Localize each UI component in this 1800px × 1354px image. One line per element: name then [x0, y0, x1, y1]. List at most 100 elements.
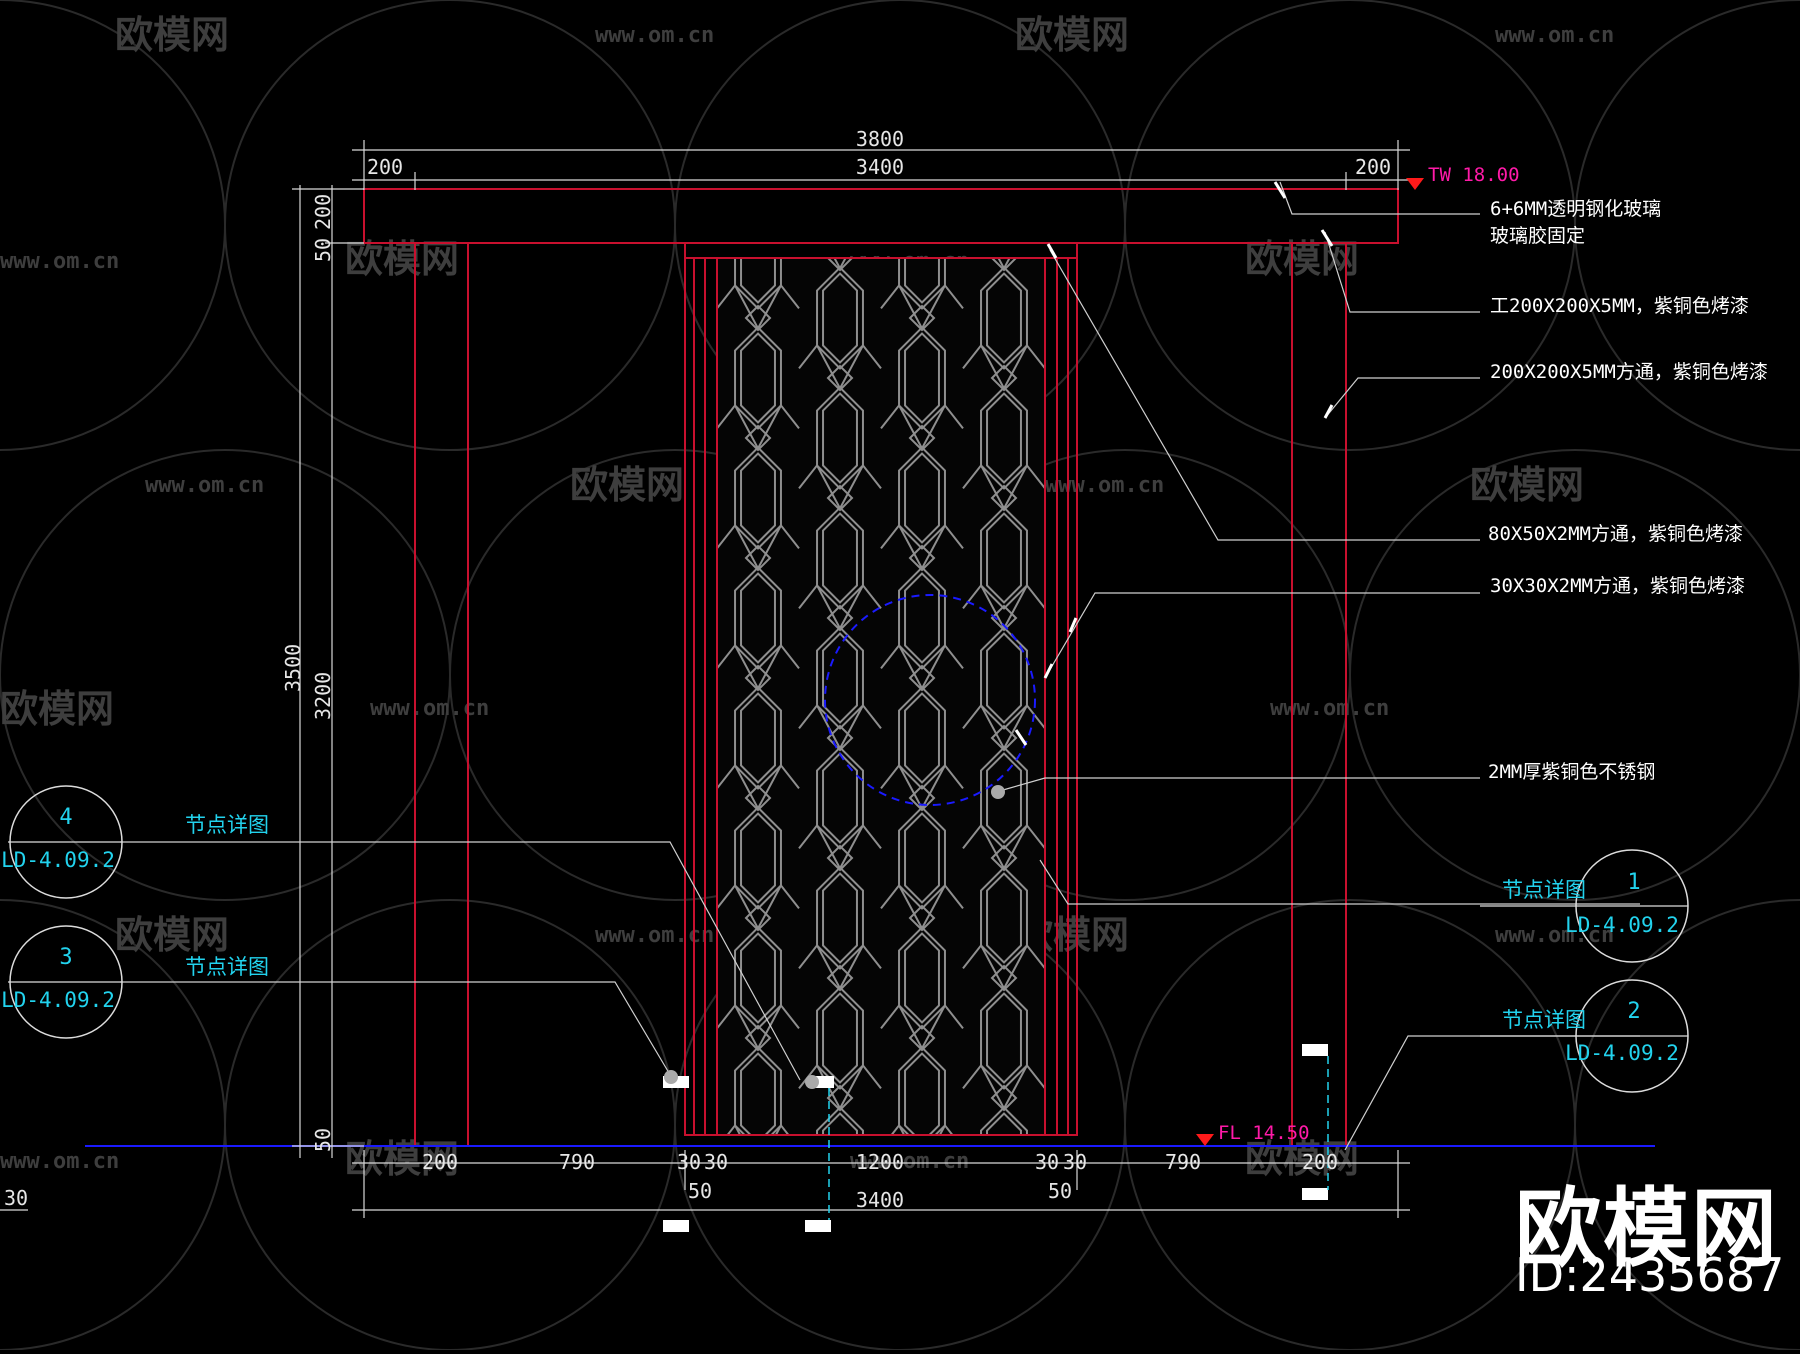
detail-callout-3[interactable]: 3 LD-4.09.2 节点详图: [1, 925, 269, 1039]
pattern-hexagon: [823, 154, 857, 243]
section-markers: [663, 785, 1328, 1232]
pattern-diamond: [908, 304, 936, 332]
dim-bottom-6: 30: [1063, 1150, 1087, 1174]
level-marker-floor-icon: [1196, 1134, 1214, 1146]
pattern-hexagon: [987, 154, 1021, 243]
dim-edge-30: 30: [4, 1186, 28, 1210]
pattern-hexagon: [740, 932, 776, 1024]
pattern-diamond: [990, 604, 1018, 632]
pattern-hexagon: [822, 1112, 858, 1135]
pattern-diamond: [746, 1266, 770, 1290]
pattern-diamond: [826, 604, 854, 632]
brand-id: ID:2435687: [1515, 1248, 1785, 1302]
pattern-diamond: [990, 964, 1018, 992]
pattern-hexagon: [735, 1168, 781, 1269]
pattern-diamond: [744, 784, 772, 812]
watermark-logo: 欧模网: [1015, 13, 1129, 57]
detail-callout-4[interactable]: 4 LD-4.09.2 节点详图: [1, 785, 269, 899]
pattern-diamond: [826, 1084, 854, 1112]
pattern-diamond: [744, 1024, 772, 1052]
dim-bottom-7: 790: [1165, 1150, 1201, 1174]
pattern-hexagon: [980, 1106, 1028, 1135]
dim-bottom-4: 1200: [856, 1150, 904, 1174]
pattern-diamond: [826, 484, 854, 512]
watermark-circle: [1574, 0, 1800, 451]
pattern-hexagon: [904, 332, 940, 424]
brand-logo: 欧模网: [1515, 1179, 1779, 1279]
pattern-hexagon: [822, 872, 858, 964]
pattern-diamond: [826, 364, 854, 392]
pattern-hexagon: [735, 88, 781, 189]
dim-left-3200: 3200: [311, 672, 335, 720]
pattern-diamond: [828, 1326, 852, 1350]
pattern-hexagon: [905, 1174, 939, 1263]
watermark-circle: [0, 0, 226, 451]
pattern-hexagon: [823, 1234, 857, 1323]
watermark-url: www.om.cn: [0, 1149, 119, 1174]
pattern-hexagon: [740, 258, 776, 304]
callout-1-label: 节点详图: [1502, 878, 1586, 902]
section-cut-lines: [828, 1056, 1329, 1220]
pattern-hexagon: [740, 572, 776, 664]
annotation-glass-fix: 玻璃胶固定: [1490, 225, 1585, 247]
pattern-hexagon: [904, 692, 940, 784]
pattern-hexagon: [986, 272, 1022, 364]
watermark-url: www.om.cn: [145, 473, 264, 498]
pattern-hexagon: [904, 258, 940, 304]
pattern-diamond: [744, 904, 772, 932]
pattern-hexagon: [986, 1112, 1022, 1135]
pattern-diamond: [826, 258, 854, 272]
detail-callout-2[interactable]: 2 LD-4.09.2 节点详图: [1480, 979, 1689, 1093]
dim-top-inner: 3400: [856, 155, 904, 179]
watermark-url: www.om.cn: [370, 696, 489, 721]
pattern-chevron: [963, 1185, 1045, 1228]
callout-1-number: 1: [1627, 870, 1640, 895]
dimension-text-group: 3800 3400 200 200 50 200 3500 3200 50 20…: [4, 127, 1391, 1212]
dim-bottom-50-right: 50: [1048, 1179, 1072, 1203]
pattern-hexagon: [904, 812, 940, 904]
watermark-logo: 欧模网: [1245, 1137, 1359, 1181]
pattern-hexagon: [986, 512, 1022, 604]
pattern-chevron: [881, 1245, 963, 1288]
annotation-square-tube-80: 80X50X2MM方通，紫铜色烤漆: [1488, 523, 1743, 545]
pattern-diamond: [908, 784, 936, 812]
dimension-lines: [0, 140, 1410, 1218]
pattern-chevron: [890, 1123, 954, 1135]
pattern-hexagon: [899, 88, 945, 189]
watermark-circle: [224, 0, 676, 451]
pattern-hexagon: [986, 872, 1022, 964]
dim-top-right: 200: [1355, 155, 1391, 179]
pattern-hexagon: [904, 452, 940, 544]
callout-2-ref: LD-4.09.2: [1565, 1041, 1679, 1065]
dim-bottom-5: 30: [1035, 1150, 1059, 1174]
leader-ticks: [1014, 181, 1334, 746]
callout-4-ref: LD-4.09.2: [1, 848, 115, 872]
annotation-i-beam: 工200X200X5MM，紫铜色烤漆: [1490, 295, 1749, 317]
callout-4-number: 4: [59, 805, 72, 830]
pattern-hexagon: [741, 1174, 775, 1263]
dim-bottom-total: 3400: [856, 1188, 904, 1212]
dim-bottom-0: 200: [422, 1150, 458, 1174]
pattern-hexagon: [904, 572, 940, 664]
pattern-hexagon: [986, 992, 1022, 1084]
pattern-hexagon: [822, 392, 858, 484]
pattern-hexagon: [986, 752, 1022, 844]
detail-callout-1[interactable]: 1 LD-4.09.2 节点详图: [1480, 849, 1689, 963]
pattern-hexagon: [822, 272, 858, 364]
callout-3-ref: LD-4.09.2: [1, 988, 115, 1012]
pattern-diamond: [990, 1084, 1018, 1112]
watermark-logo: 欧模网: [1470, 463, 1584, 507]
pattern-hexagon: [822, 992, 858, 1084]
pattern-hexagon: [904, 932, 940, 1024]
pattern-hexagon: [822, 512, 858, 604]
dim-top-left: 200: [367, 155, 403, 179]
pattern-hexagon: [986, 632, 1022, 724]
dim-bottom-8: 200: [1302, 1150, 1338, 1174]
pattern-diamond: [744, 304, 772, 332]
pattern-diamond: [990, 364, 1018, 392]
decorative-screen-panel: [717, 88, 1045, 1350]
watermark-url: www.om.cn: [1495, 23, 1614, 48]
watermark-logo: 欧模网: [1245, 237, 1359, 281]
